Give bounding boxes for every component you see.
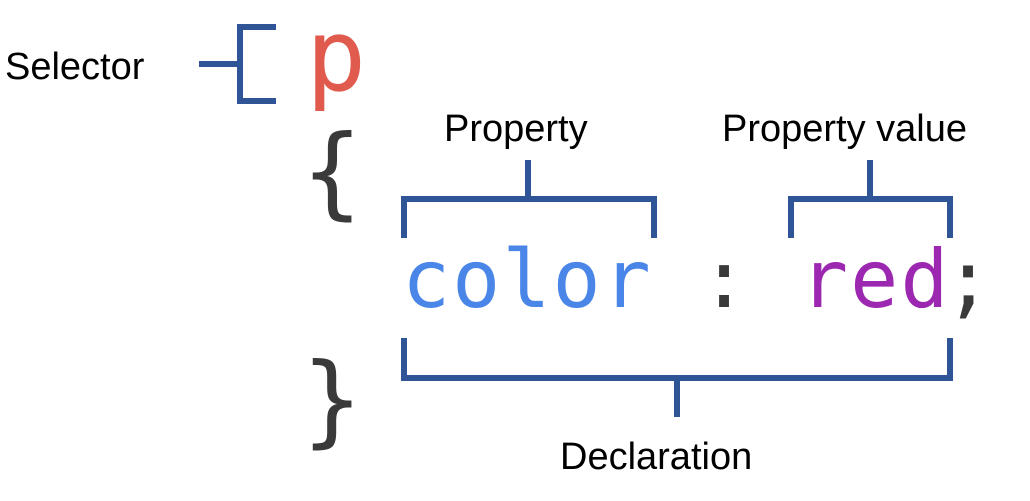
declaration-label: Declaration bbox=[560, 436, 753, 478]
selector-bracket bbox=[199, 24, 276, 104]
selector-label: Selector bbox=[5, 46, 145, 88]
selector-code: p bbox=[306, 0, 367, 114]
property-label: Property bbox=[444, 108, 588, 150]
colon-code: : bbox=[700, 233, 749, 326]
semicolon-code: ; bbox=[944, 233, 993, 326]
property-value-label: Property value bbox=[722, 108, 968, 150]
close-brace: } bbox=[302, 341, 363, 458]
property-code: color bbox=[402, 233, 653, 326]
property-value-bracket bbox=[788, 160, 953, 238]
open-brace: { bbox=[302, 113, 363, 230]
declaration-bracket bbox=[401, 338, 953, 417]
property-bracket bbox=[401, 160, 657, 238]
value-code: red bbox=[800, 233, 951, 326]
